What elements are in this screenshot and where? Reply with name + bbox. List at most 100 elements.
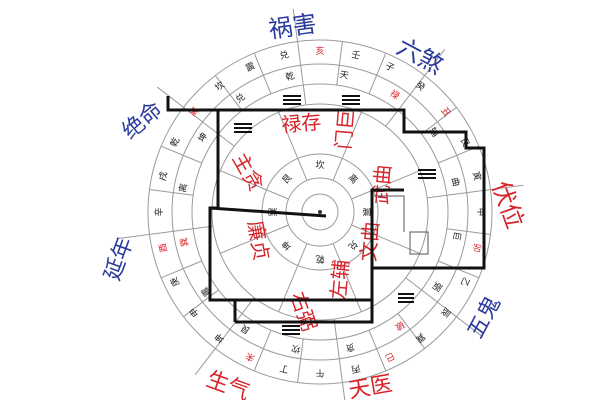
ring-inner-glyph: 离: [346, 171, 361, 186]
sector-label-sw: 右弼: [285, 289, 321, 335]
ring-outer-glyph: 甲: [475, 207, 486, 216]
outer-labels: 祸害 六煞 伏位 五鬼 天医 生气 延年 绝命: [100, 10, 529, 400]
ring-middle-glyph: 兑: [233, 91, 247, 106]
spoke-line: [149, 189, 194, 196]
sector-label-se: 文曲: [356, 220, 383, 262]
trigram-se: [398, 293, 414, 303]
ring-outer-glyph: 未: [243, 350, 256, 365]
spoke-inner: [278, 112, 308, 181]
spoke-line: [421, 106, 457, 135]
sector-label-n: 禄存: [280, 110, 322, 137]
radial-spokes: [116, 8, 524, 400]
outer-label-bottom-left: 生气: [203, 367, 253, 400]
spoke-line: [427, 184, 524, 199]
spoke-line: [214, 75, 243, 111]
center-ring: [301, 193, 339, 231]
ring-inner-glyph: 震: [361, 207, 372, 216]
spoke-inner: [351, 224, 420, 254]
trigram-ne: [342, 95, 360, 105]
ring-4: [211, 103, 429, 321]
ring-inner-glyph: 艮: [280, 172, 294, 186]
outer-label-left: 延年: [100, 234, 139, 284]
spoke-line: [183, 289, 219, 318]
trigram-s: [282, 325, 300, 335]
ring-outer-glyph: 离: [187, 104, 202, 119]
ring-middle-glyph: 坎: [290, 342, 301, 355]
ring-outer-glyph: 子: [383, 60, 396, 74]
ring-outer-glyph: 申: [187, 305, 202, 320]
ring-2: [171, 63, 469, 361]
spoke-line: [397, 313, 426, 349]
outer-ring: [147, 39, 493, 385]
ring-inner-glyph: 坎: [315, 159, 324, 171]
floor-plan-thin: [372, 195, 429, 255]
spoke-inner: [220, 224, 289, 254]
ring-outer-glyph: 巳: [383, 350, 396, 364]
ring-outer-glyph: 丁: [279, 362, 290, 374]
ring-outer-glyph: 戌: [156, 170, 170, 181]
ring-outer-glyph: 乙: [458, 275, 472, 288]
ring-outer-glyph: 乾: [168, 135, 183, 148]
trigram-e: [418, 169, 436, 179]
ring-outer-glyph: 坤: [212, 330, 227, 345]
ring-middle-glyph: 贪: [344, 341, 355, 355]
trigram-marks: [234, 95, 436, 335]
ring-outer-glyph: 辛: [153, 207, 165, 216]
plan-room-small: [409, 231, 429, 255]
ring-outer-glyph: 坎: [212, 79, 227, 94]
outer-label-top-right: 六煞: [392, 33, 448, 80]
ring-middle-glyph: 破: [393, 318, 407, 333]
center-dot: [318, 210, 322, 214]
spoke-line: [116, 225, 213, 240]
spoke-line: [160, 260, 202, 279]
spoke-line: [368, 330, 387, 372]
floor-plan-outline: [166, 96, 486, 324]
spoke-line: [292, 8, 307, 105]
ring-outer-glyph: 丑: [438, 105, 452, 119]
ring-outer-glyph: 辰: [438, 305, 452, 319]
ring-middle-glyph: 弼: [430, 280, 444, 294]
ring-middle-glyph: 巨: [450, 231, 462, 242]
compass-rings: [147, 39, 493, 385]
ring-middle-glyph: 曲: [449, 176, 462, 187]
outer-label-bottom-right: 五鬼: [463, 292, 506, 343]
ring-3: [191, 83, 449, 341]
spoke-line: [336, 41, 343, 86]
sector-label-w: 廉贞: [243, 219, 274, 263]
spoke-line: [157, 86, 235, 147]
spoke-line: [405, 277, 483, 338]
spoke-line: [368, 52, 387, 94]
outer-label-top: 祸害: [267, 10, 318, 44]
ring-outer-glyph: 亥: [315, 45, 324, 57]
ring-outer-glyph: 壬: [350, 49, 361, 62]
spoke-line: [385, 49, 446, 127]
outer-label-bottom: 天医: [347, 372, 395, 400]
spoke-inner: [351, 170, 420, 200]
ring-inner-glyph: 坤: [279, 238, 294, 253]
outer-label-top-left: 绝命: [118, 97, 168, 144]
sector-label-ne: 门巨: [331, 108, 358, 150]
ring-outer-glyph: 酉: [157, 242, 170, 253]
ring-middle-glyph: 天: [339, 70, 350, 81]
ring-middle-glyph: 巽: [178, 236, 191, 247]
ring-middle-glyph: 艮: [239, 322, 253, 336]
sector-labels: 禄存 门巨 武曲 文曲 左辅 右弼 廉贞 主贪: [228, 108, 396, 334]
spoke-line: [194, 297, 255, 375]
ring-outer-glyph: 兑: [278, 48, 289, 62]
ring-outer-glyph: 巽: [413, 330, 427, 344]
spoke-inner: [220, 170, 289, 200]
ring-middle-glyph: 坤: [195, 130, 210, 144]
plan-wall-inner-right: [370, 188, 404, 268]
plan-door: [372, 195, 405, 232]
spoke-line: [160, 145, 202, 164]
ring-outer-glyph: 丙: [350, 362, 361, 375]
ring-outer-glyph: 寅: [470, 170, 484, 181]
ring-middle-glyph: 乾: [284, 69, 295, 83]
spoke-line: [253, 330, 272, 372]
ring-inner-glyph: 乾: [315, 253, 324, 265]
spoke-inner: [332, 112, 362, 181]
sector-label-s: 左辅: [326, 258, 353, 300]
plan-wall-center: [209, 206, 327, 218]
ring-outer-glyph: 庚: [168, 275, 183, 288]
